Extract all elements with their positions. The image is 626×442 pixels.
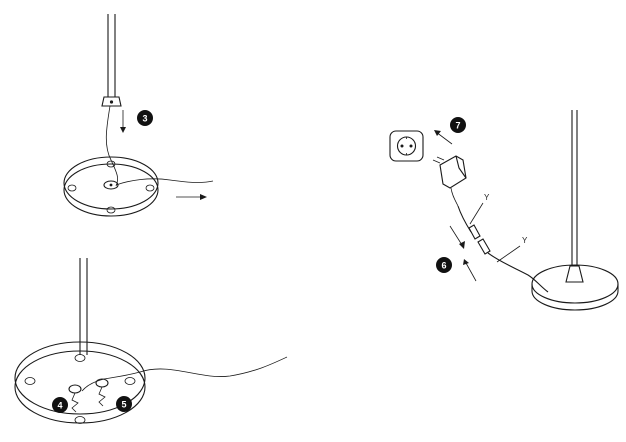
step-badge-3: 3 (137, 110, 153, 126)
lamp-base-right (531, 264, 619, 311)
arrow-down-icon (120, 110, 126, 133)
panel-step-6-7: Y Y 7 6 (389, 110, 619, 311)
svg-text:3: 3 (142, 114, 147, 124)
pole-cable (105, 105, 119, 187)
arrow-push-up-icon (463, 259, 477, 282)
svg-text:7: 7 (455, 121, 460, 131)
power-adapter-icon (432, 155, 467, 207)
arrow-push-in-icon (449, 225, 465, 249)
pole-right (565, 110, 584, 283)
y-label-lower: Y (496, 236, 528, 263)
svg-text:4: 4 (57, 401, 62, 411)
arrow-right-icon (176, 194, 207, 200)
pole-lower (79, 258, 88, 355)
lamp-base-disc (63, 156, 214, 217)
panel-step-3: 3 (63, 14, 214, 217)
svg-text:Y: Y (522, 236, 528, 245)
step-badge-4: 4 (52, 397, 68, 413)
step-badge-7: 7 (450, 117, 466, 133)
step-badge-6: 6 (436, 257, 452, 273)
power-outlet-icon (389, 130, 424, 162)
arrow-to-outlet-icon (434, 130, 453, 145)
cable-connector-male (468, 224, 481, 240)
y-label-upper: Y (469, 193, 490, 225)
lamp-base-underside (14, 341, 288, 424)
svg-text:5: 5 (121, 400, 126, 410)
panel-step-4-5: 4 5 (14, 258, 288, 424)
pole-connector (101, 96, 122, 107)
screw-clip-right (95, 378, 109, 407)
svg-text:Y: Y (484, 193, 490, 202)
svg-text:6: 6 (441, 261, 446, 271)
pole-upper (107, 14, 116, 97)
step-badge-5: 5 (116, 396, 132, 412)
cable-connector-female (477, 238, 491, 255)
screw-clip-left (68, 384, 82, 413)
